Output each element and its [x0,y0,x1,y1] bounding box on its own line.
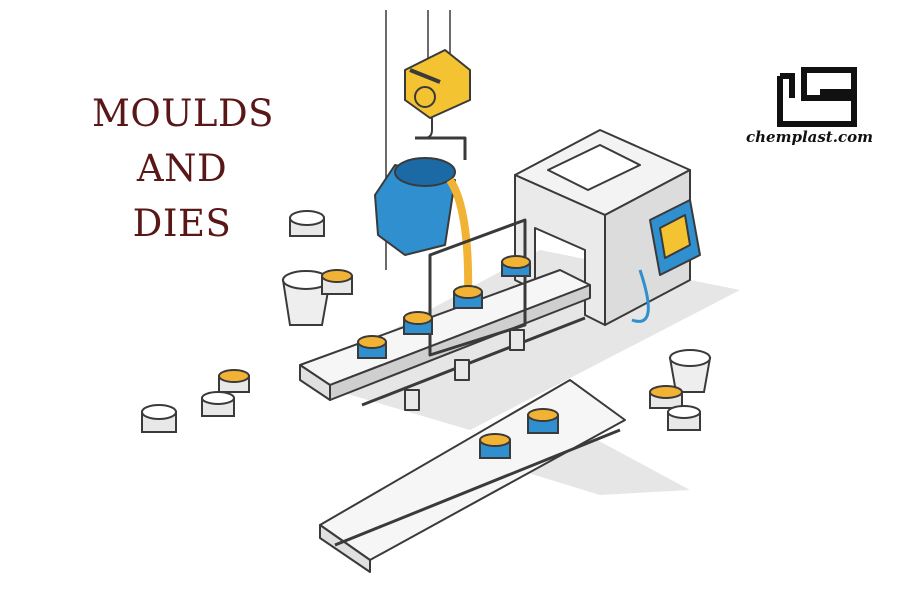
mould-cup-grey-icon [321,269,353,295]
bucket-icon [374,136,473,301]
moulded-cups [141,210,712,459]
mould-cup-grey-icon [201,391,235,417]
logo-text: chemplast.com [746,128,873,146]
page-title: MOULDS AND DIES [92,86,274,251]
title-line-2: AND [136,147,228,190]
mould-cup-blue-icon [527,408,559,434]
mould-cup-grey-icon [281,270,332,326]
chemplast-logo-icon [777,67,857,127]
mould-cup-grey-icon [649,385,683,409]
hoist-icon [404,49,471,139]
mould-cup-grey-icon [141,404,177,433]
machine-icon [514,129,701,326]
mould-cup-blue-icon [357,335,387,359]
mould-cup-grey-icon [289,210,325,237]
mould-cup-blue-icon [479,433,511,459]
mould-cup-blue-icon [453,285,483,309]
mould-cup-grey-icon [668,349,712,393]
title-line-3: DIES [132,202,232,245]
mould-cup-blue-icon [403,311,433,335]
mould-cup-grey-icon [218,369,250,393]
title-line-1: MOULDS [92,92,274,135]
mould-cup-blue-icon [501,255,531,277]
mould-cup-grey-icon [667,405,701,431]
